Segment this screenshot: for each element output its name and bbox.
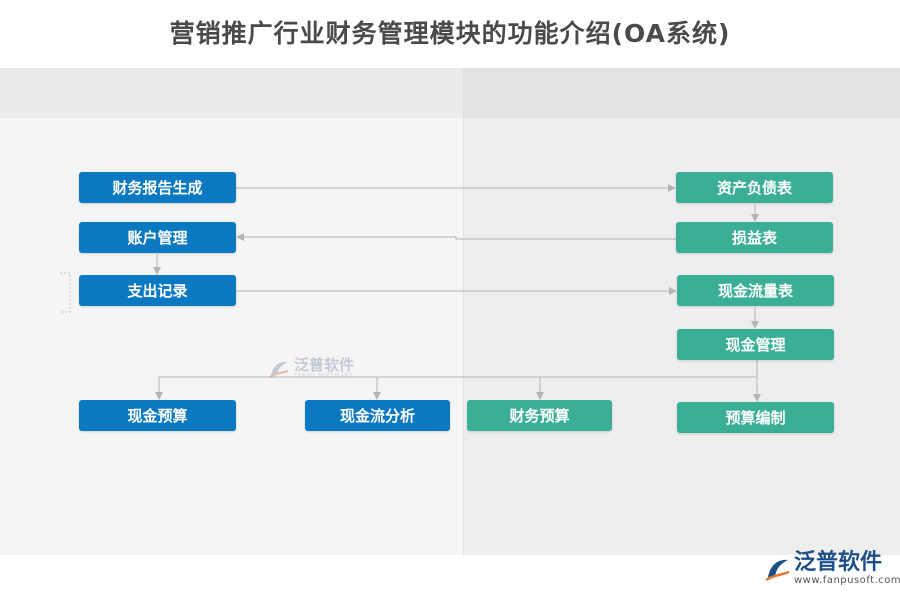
node-cash-budget: 现金预算 [79, 400, 236, 431]
left-header-band [0, 68, 464, 118]
fanpu-logo-icon [765, 559, 790, 581]
right-header-band [464, 68, 900, 118]
logo-text: 泛普软件 [794, 550, 883, 575]
node-financial-report-generation: 财务报告生成 [79, 172, 236, 203]
diagram-title: 营销推广行业财务管理模块的功能介绍(OA系统) [169, 19, 731, 48]
panel-divider [463, 68, 464, 555]
watermark-subtext: FANPU SOFTWARE [294, 373, 354, 379]
side-bracket [60, 272, 71, 313]
node-income-statement: 损益表 [676, 222, 833, 253]
watermark-text: 泛普软件 [294, 356, 355, 374]
node-cash-management: 现金管理 [677, 329, 834, 360]
fanpu-watermark-icon [269, 361, 289, 378]
node-balance-sheet: 资产负债表 [676, 172, 833, 203]
node-financial-budget: 财务预算 [467, 400, 612, 431]
node-account-management: 账户管理 [79, 222, 236, 253]
link-income-to-account [236, 233, 676, 241]
node-budget-preparation: 预算编制 [677, 402, 834, 433]
fanpu-logo: 泛普软件 www.fanpusoft.com [764, 551, 900, 586]
watermark: 泛普软件 FANPU SOFTWARE [268, 358, 354, 379]
node-cash-flow-analysis: 现金流分析 [305, 400, 450, 431]
node-expense-record: 支出记录 [79, 275, 236, 306]
node-cash-flow-statement: 现金流量表 [677, 275, 834, 306]
logo-url: www.fanpusoft.com [794, 575, 900, 586]
